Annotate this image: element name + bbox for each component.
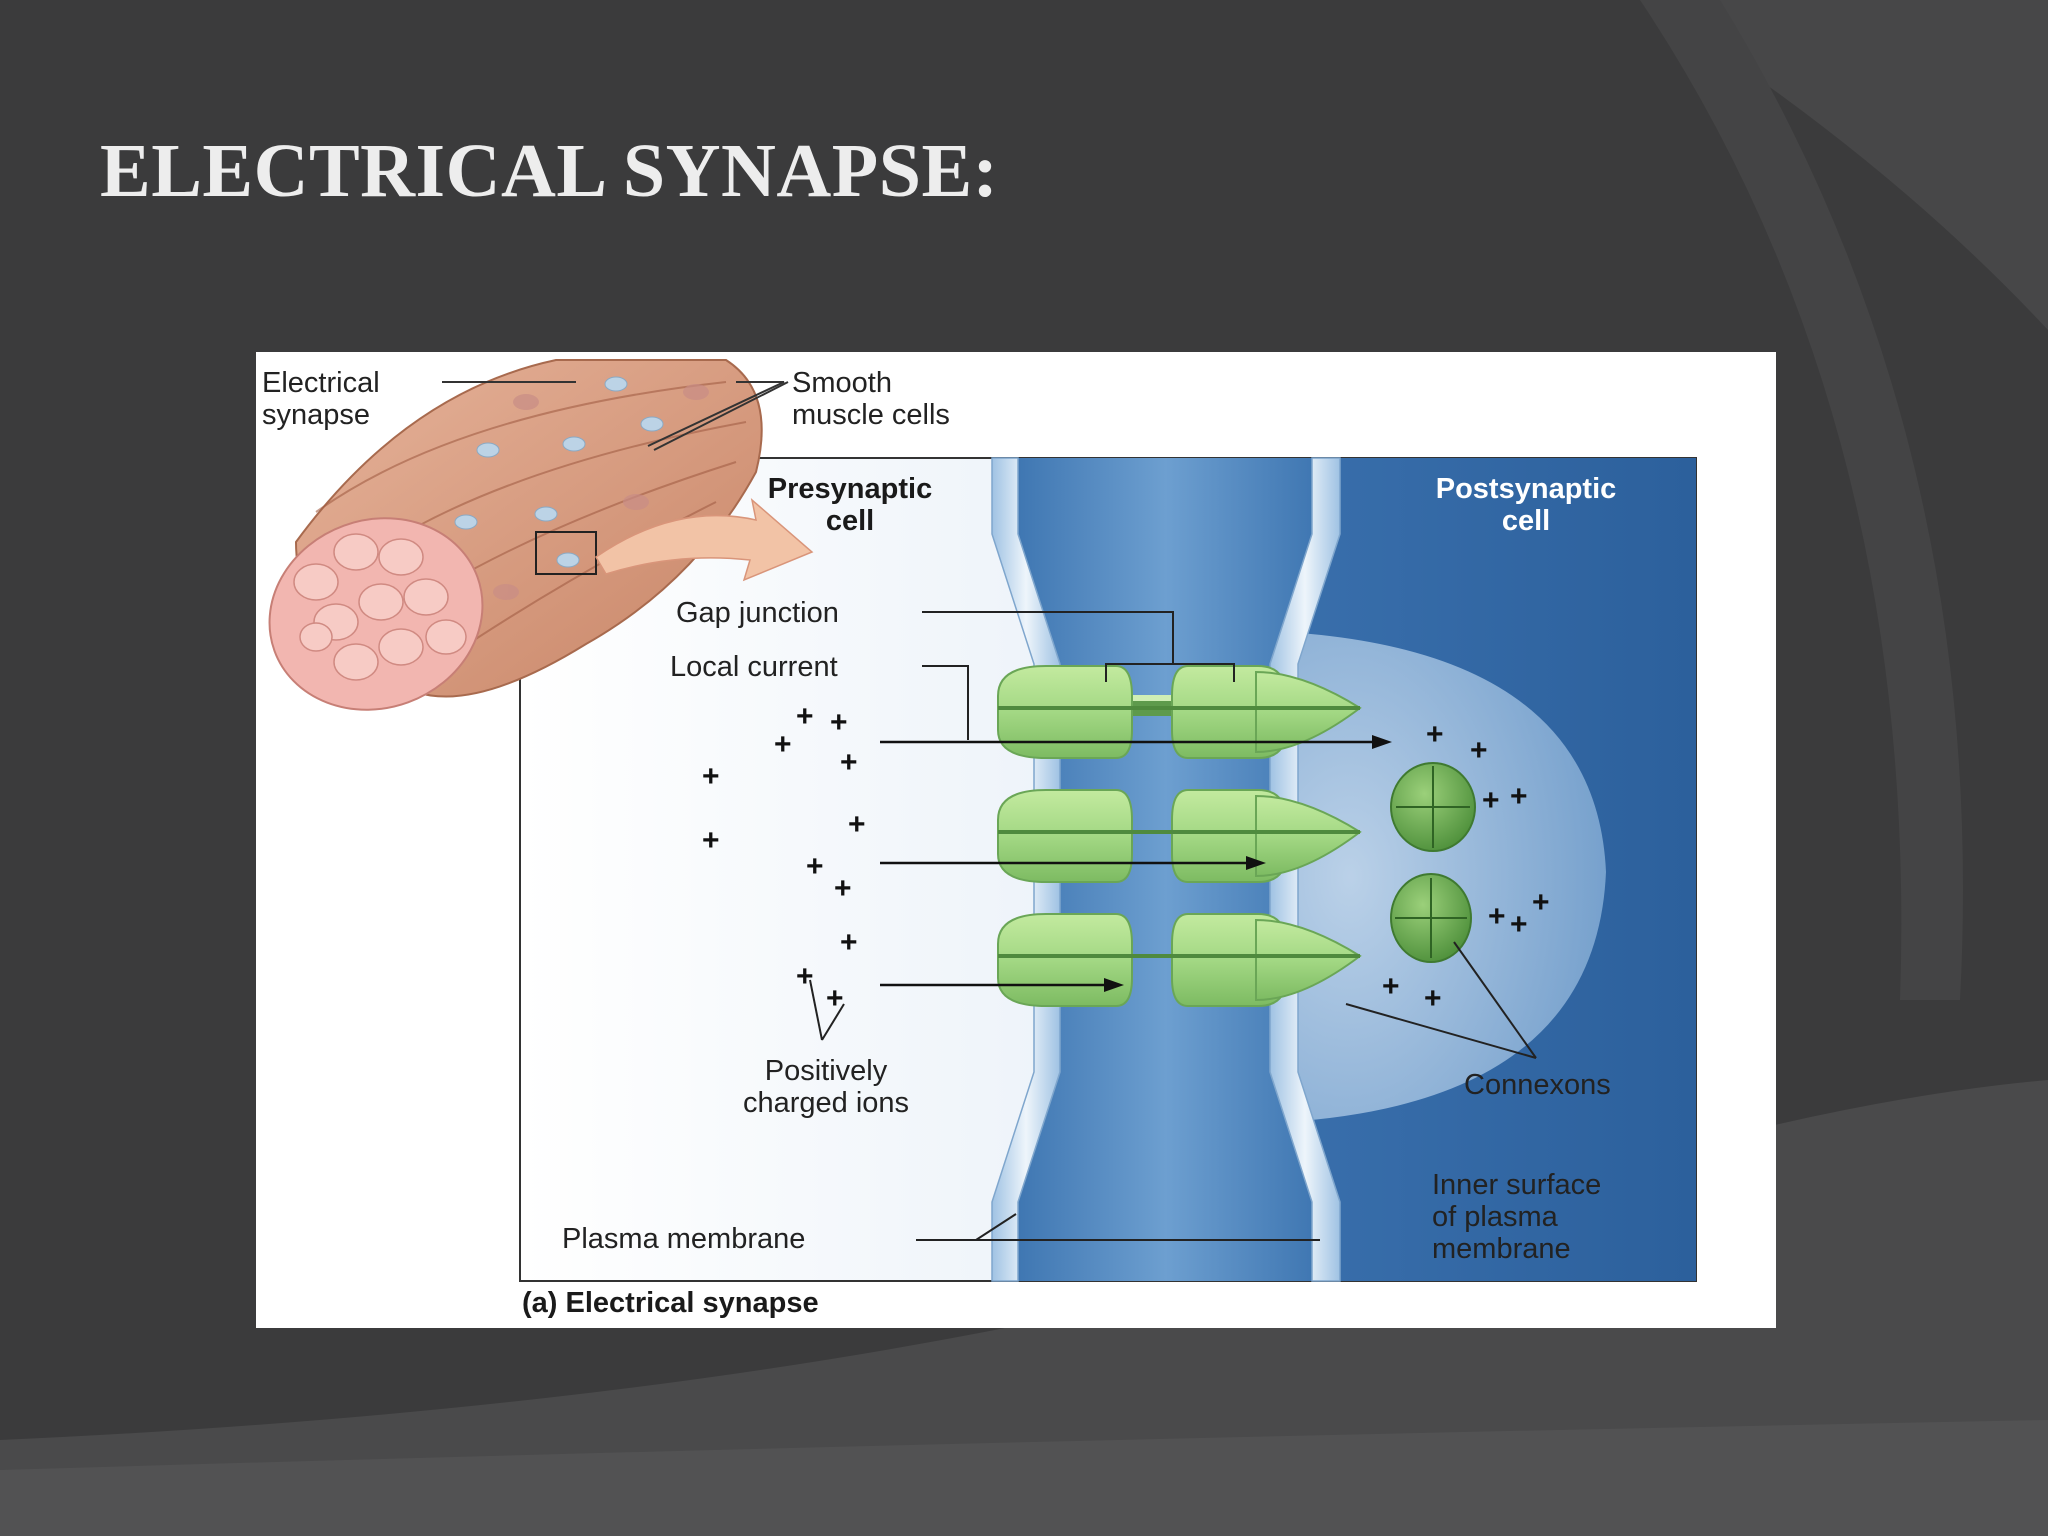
- smooth-muscle-label-1: Smooth: [792, 367, 892, 399]
- ion-plus: +: [840, 746, 858, 779]
- connexon-2: [1390, 873, 1472, 963]
- ion-plus: +: [796, 960, 814, 993]
- top-leaders: [442, 381, 789, 451]
- positive-ions-label-2: charged ions: [743, 1087, 909, 1119]
- connexon-1: [1390, 762, 1476, 852]
- channel-row-3: [997, 913, 1362, 1007]
- ion-plus: +: [1510, 908, 1528, 941]
- zoom-arrow: [594, 497, 814, 582]
- inner-surface-label-2: of plasma: [1432, 1201, 1559, 1233]
- gap-junction-channels: [997, 665, 1362, 1007]
- ion-plus: +: [1488, 900, 1506, 933]
- inner-surface-label-1: Inner surface: [1432, 1169, 1601, 1201]
- electrical-synapse-label-2: synapse: [262, 399, 370, 431]
- plasma-membrane-leaders: [916, 1213, 1320, 1241]
- figure-caption: (a) Electrical synapse: [522, 1287, 819, 1319]
- ion-plus: +: [796, 700, 814, 733]
- positive-ions-pointer: [809, 979, 845, 1041]
- smooth-muscle-label-2: muscle cells: [792, 399, 950, 431]
- connexons-label: Connexons: [1464, 1069, 1611, 1101]
- postsynaptic-label-1: Postsynaptic: [1436, 473, 1617, 505]
- connexons-leaders: [1345, 941, 1537, 1059]
- diagram-figure: Electrical synapse Smooth muscle cells P…: [256, 352, 1776, 1328]
- postsynaptic-membrane: [1269, 457, 1341, 1282]
- plasma-membrane-label: Plasma membrane: [562, 1223, 805, 1255]
- channel-row-2: [997, 789, 1362, 883]
- ion-plus: +: [702, 824, 720, 857]
- positive-ions: + + + + + + + + + + + + + + + + + + + + …: [702, 700, 1550, 1015]
- ion-plus: +: [1424, 982, 1442, 1015]
- gap-junction-leader: [922, 611, 1235, 682]
- synaptic-cleft: [1008, 458, 1324, 1281]
- ion-plus: +: [1426, 718, 1444, 751]
- postsynaptic-label-2: cell: [1502, 505, 1550, 537]
- ion-plus: +: [848, 808, 866, 841]
- ion-plus: +: [830, 706, 848, 739]
- ion-plus: +: [1482, 784, 1500, 817]
- inset-panel: [519, 457, 1697, 1282]
- ion-plus: +: [774, 728, 792, 761]
- zoom-box: [535, 531, 597, 575]
- local-current-leader: [922, 665, 969, 740]
- local-current-arrows: [880, 735, 1392, 992]
- ion-plus: +: [1510, 780, 1528, 813]
- smooth-muscle-bundle: [268, 359, 814, 711]
- gap-junction-label: Gap junction: [676, 597, 839, 629]
- ion-plus: +: [834, 872, 852, 905]
- ion-plus: +: [1470, 734, 1488, 767]
- ion-plus: +: [702, 760, 720, 793]
- positive-ions-label-1: Positively: [765, 1055, 888, 1087]
- electrical-synapse-label-1: Electrical: [262, 367, 380, 399]
- channel-row-1: [997, 665, 1362, 759]
- ion-plus: +: [806, 850, 824, 883]
- slide-title: ELECTRICAL SYNAPSE:: [100, 129, 999, 213]
- presynaptic-membrane: [991, 457, 1061, 1282]
- presynaptic-label-2: cell: [826, 505, 874, 537]
- electrical-synapse-diagram: Electrical synapse Smooth muscle cells P…: [262, 359, 1697, 1319]
- presynaptic-label-1: Presynaptic: [768, 473, 932, 505]
- local-current-label: Local current: [670, 651, 838, 683]
- inner-surface-label-3: membrane: [1432, 1233, 1571, 1265]
- ion-plus: +: [826, 982, 844, 1015]
- ion-plus: +: [1532, 886, 1550, 919]
- ion-plus: +: [1382, 970, 1400, 1003]
- ion-plus: +: [840, 926, 858, 959]
